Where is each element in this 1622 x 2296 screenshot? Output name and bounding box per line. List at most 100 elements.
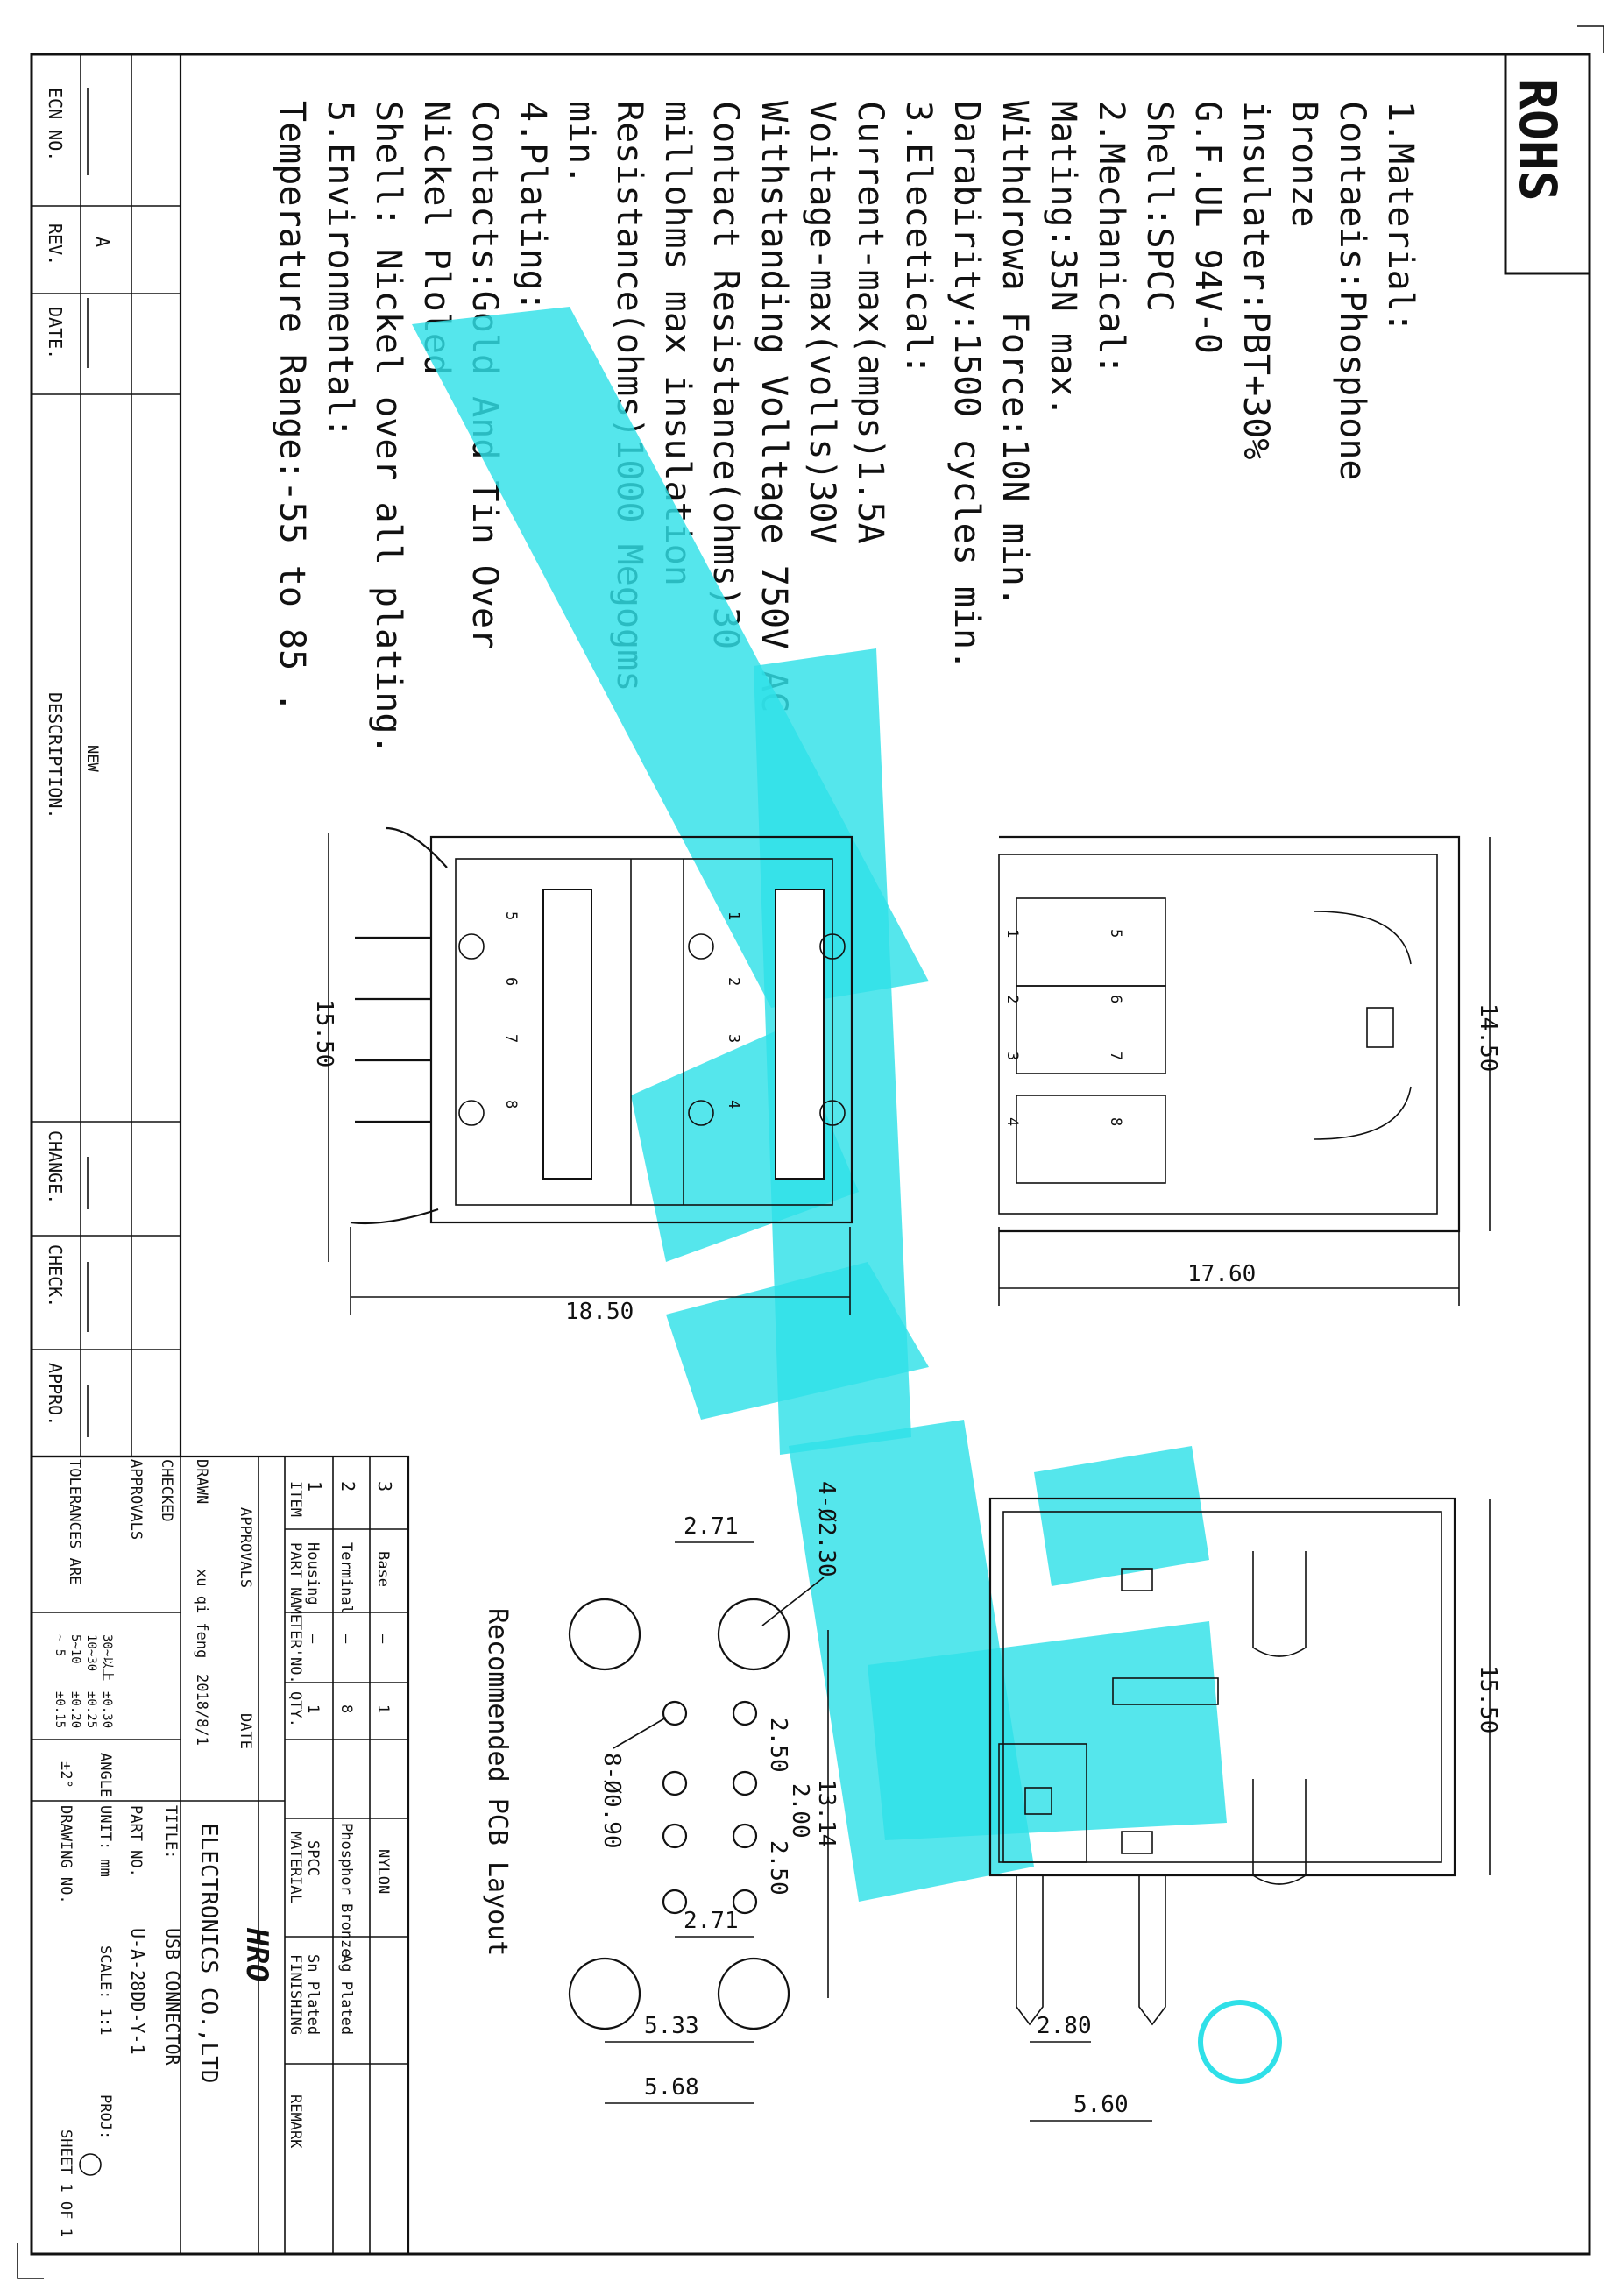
dim-front-height: 14.50 [1475,1003,1501,1072]
drawn-date: 2018/8/1 [193,1674,210,1746]
note-line: Contact Resistance(ohms)30 [705,101,746,649]
dim-pcb-2-00: 2.00 [787,1783,813,1839]
sheet-label: SHEET 1 OF 1 [57,2129,74,2237]
note-line: min. [561,101,601,185]
approvals-label: APPROVALS [127,1459,145,1540]
note-line: Withstanding Volltage 750V AC [754,101,794,712]
bom-row1-material: SPCC [304,1840,322,1876]
bom-row2-item: 2 [337,1481,358,1492]
appro-label: APPRO. [45,1363,66,1426]
bom-row1-qty: 1 [304,1704,322,1713]
corner-mark-bottom-left [17,2243,44,2279]
bom-header-part: PART NAME [287,1542,304,1623]
note-line: 3.Elecetical: [898,101,938,375]
pin-1-label: 1 [725,911,742,920]
note-line: Temperature Range:-55 to 85 . [272,101,312,712]
pin-5-label: 5 [502,911,520,920]
tol-value-1: ±0.25 [84,1691,98,1728]
projection-symbol-icon [79,2153,102,2176]
tol-value-2: ±0.20 [68,1691,82,1728]
tol-value-3: ±0.15 [53,1691,67,1728]
angle-value: ±2° [57,1761,74,1789]
note-line: Mating:35N max. [1043,101,1083,417]
scale-label: SCALE: 1:1 [96,1945,114,2035]
bom-row2-part: Terminal [337,1542,355,1614]
bom-row3-material: NYLON [374,1849,392,1894]
rohs-label: ROHS [1508,79,1568,202]
drawn-by: xu qi feng [193,1569,210,1658]
dim-pcb-2-71-top: 2.71 [684,1513,739,1540]
approvals-heading: APPROVALS [237,1507,254,1588]
dim-side-width: 18.50 [565,1299,634,1325]
dim-pcb-5-33: 5.33 [644,2013,699,2039]
dim-side-height: 15.50 [311,999,337,1067]
dim-pitch-5-60: 5.60 [1073,2092,1129,2118]
part-no-label: PART NO. [127,1805,145,1877]
front-pin-6: 6 [1107,995,1124,1003]
note-line: 2.Mechanical: [1091,101,1131,375]
bom-header-finishing: FINISHING [287,1954,304,2035]
front-pin-1: 1 [1003,929,1021,938]
note-line: Contaeis:Phosphone [1332,101,1372,480]
note-line: insulater:PBT+30% [1236,101,1276,459]
bom-header-item: ITEM [287,1481,304,1517]
note-line: 1.Material: [1380,101,1420,333]
checked-label: CHECKED [158,1459,175,1522]
dim-pcb-13-14: 13.14 [813,1779,839,1847]
watermark-logo [412,307,1282,2084]
note-line: G.F.UL 94V-0 [1187,101,1228,354]
front-pin-5: 5 [1107,929,1124,938]
tol-range-3: ~ 5 [53,1634,67,1656]
bom-row2-ter: — [337,1634,355,1644]
bom-row1-part: Housing [304,1542,322,1605]
note-line: Bronze [1284,101,1324,228]
date-label: DATE. [45,307,66,359]
bom-row2-finishing: Ag Plated [337,1954,355,2035]
dim-front-width: 17.60 [1187,1261,1256,1287]
bom-row3-part: Base [374,1551,392,1587]
angle-label: ANGLE [96,1753,114,1797]
revision-block: ECN NO. REV. A DATE. NEW DESCRIPTION. CH… [30,53,182,1458]
note-line: Darabirity:1500 cycles min. [946,101,987,670]
pin-3-label: 3 [725,1034,742,1043]
bom-row2-qty: 8 [337,1704,355,1713]
registered-mark-icon [1198,2000,1282,2084]
tol-value-0: ±0.30 [100,1691,114,1728]
note-line: 5.Environmental: [320,101,360,438]
pin-7-label: 7 [502,1034,520,1043]
pin-4-label: 4 [725,1100,742,1109]
pin-2-label: 2 [725,977,742,986]
change-label: CHANGE. [45,1130,66,1204]
tol-range-1: 10~30 [84,1634,98,1671]
pin-6-label: 6 [502,977,520,986]
bom-row1-ter: — [304,1634,322,1644]
date-heading: DATE [237,1713,254,1749]
bom-header-material: MATERIAL [287,1832,304,1903]
front-pin-8: 8 [1107,1117,1124,1126]
dim-top-height: 15.50 [1475,1665,1501,1733]
specification-notes: 1.Material: Contaeis:Phosphone Bronze in… [272,101,1420,755]
dim-pcb-2-50-b: 2.50 [765,1840,791,1896]
front-pin-3: 3 [1003,1052,1021,1060]
drawing-no-label: DRAWING NO. [57,1805,74,1904]
company-logo: HRO [239,1927,274,1981]
description-label: DESCRIPTION. [45,692,66,819]
new-label: NEW [83,745,101,772]
drawn-label: DRAWN [193,1459,210,1504]
bom-row3-ter: — [374,1634,392,1644]
note-line: Voitage-max(volls)30V [802,101,842,544]
note-line: 4.Plating: [513,101,553,312]
bom-header-remark: REMARK [287,2094,304,2149]
bom-row2-material: Phosphor Bronze [337,1823,355,1958]
side-view: 5 6 7 8 1 2 3 4 15.50 18.50 [311,826,853,1325]
dim-pcb-2-50-a: 2.50 [765,1718,791,1773]
tol-range-0: 30~以上 [100,1634,114,1681]
front-pin-7: 7 [1107,1052,1124,1060]
title-value: USB CONNECTOR [162,1928,183,2066]
tol-range-2: 5~10 [68,1634,82,1664]
bom-row3-qty: 1 [374,1704,392,1713]
bom-row3-item: 3 [374,1481,395,1492]
front-pin-2: 2 [1003,995,1021,1003]
ecn-label: ECN NO. [45,88,66,161]
